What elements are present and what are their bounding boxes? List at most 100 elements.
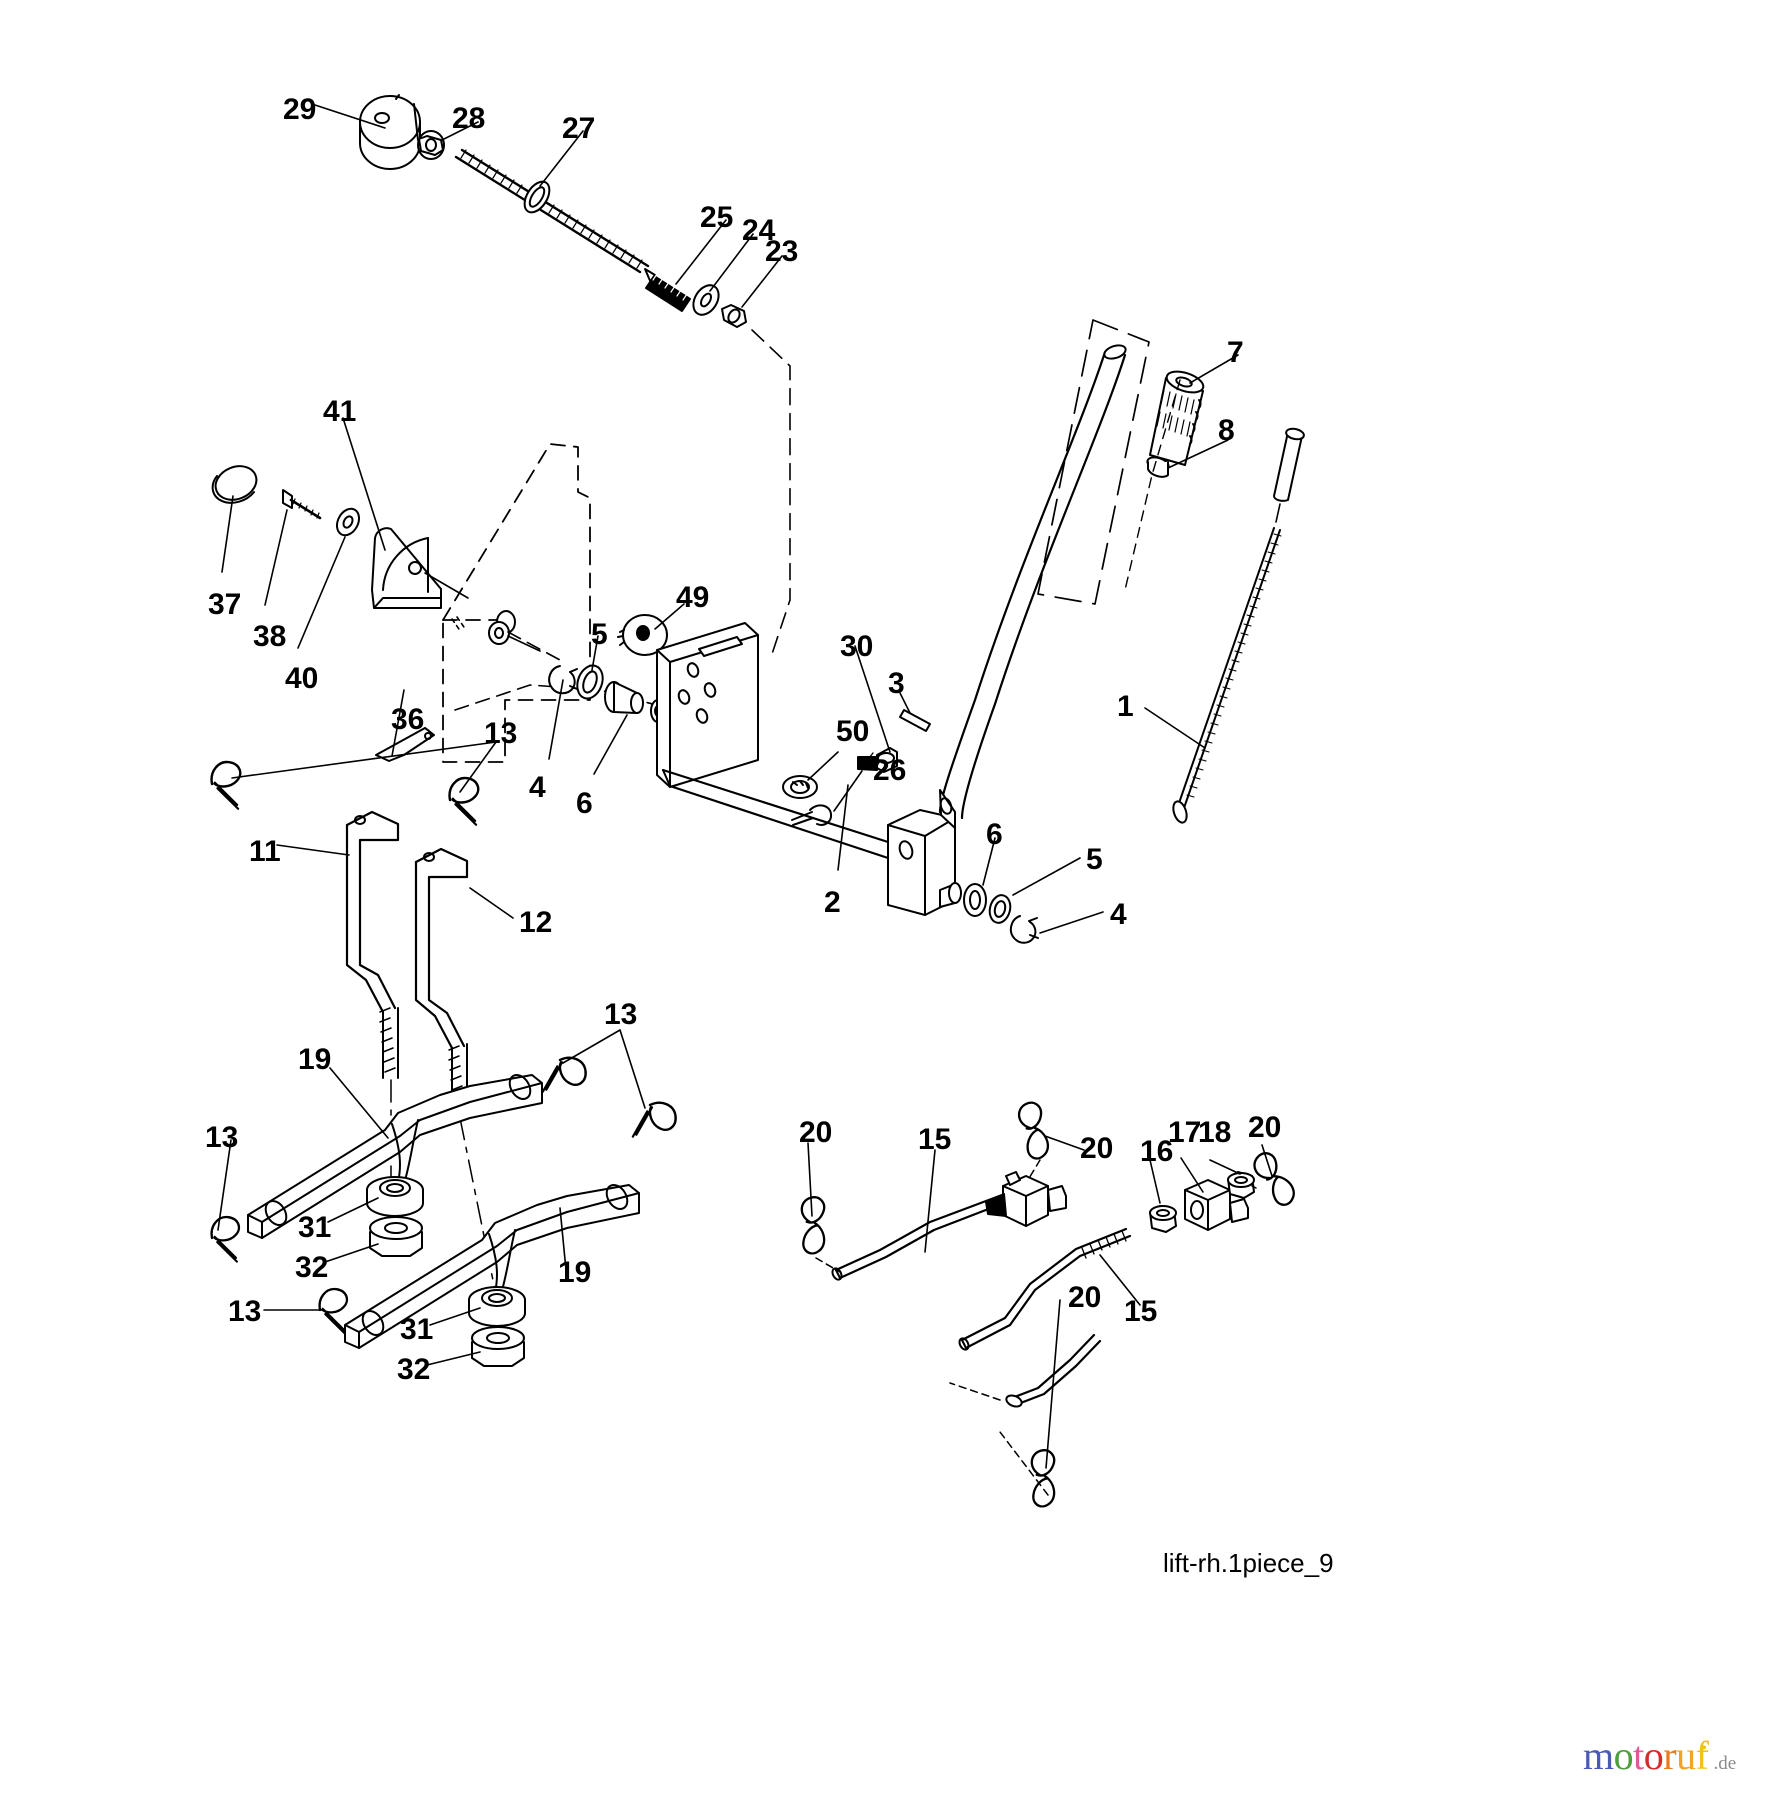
callout-7: 7 [1227,336,1244,369]
part-31-bushing-lower [468,1286,526,1327]
part-20-clip-a [1006,1097,1062,1163]
callout-27: 27 [562,112,596,145]
callout-37: 37 [208,588,242,621]
handle-length-bracket [1037,319,1150,605]
callout-28: 28 [452,102,486,135]
callout-25: 25 [700,201,734,234]
callout-13: 13 [228,1295,262,1328]
part-20-clip-d [1020,1446,1068,1510]
callout-20: 20 [1248,1111,1282,1144]
part-20-clip-b [790,1193,838,1257]
callout-3: 3 [888,667,905,700]
callout-19: 19 [558,1256,592,1289]
part-15-rod-right [958,1227,1132,1351]
callout-11: 11 [249,835,281,868]
dashed-panel-outline [442,443,591,763]
motoruf-watermark: motoruf•.de [1583,1736,1736,1776]
part-38-screw [282,489,322,520]
callout-17: 17 [1168,1116,1202,1149]
callout-16: 16 [1140,1135,1174,1168]
part-24-washer [692,284,720,316]
part-29-knob [359,94,421,170]
watermark-dot-icon: • [1701,1740,1707,1757]
callout-4: 4 [529,771,546,804]
right-bushing-stack [939,882,1039,944]
callout-32: 32 [397,1353,431,1386]
callout-15: 15 [918,1123,952,1156]
callout-49: 49 [676,581,710,614]
callout-38: 38 [253,620,287,653]
callout-5: 5 [591,618,608,651]
watermark-letter-r-4: r [1663,1733,1677,1778]
callout-19: 19 [298,1043,332,1076]
part-41-boot-cover [371,527,442,609]
watermark-letter-t-2: t [1633,1733,1644,1778]
callout-6: 6 [576,787,593,820]
part-6-bushing-left [604,681,644,714]
callout-40: 40 [285,662,319,695]
part-19-lift-arm-lower [344,1183,640,1349]
rod-15-lower-end [1005,1333,1102,1408]
watermark-letter-f-6: f [1695,1733,1709,1778]
part-26-cotter-pin [791,804,833,826]
part-37-cap [211,465,258,504]
part-27-threaded-rod [454,148,656,284]
part-1-control-cable [1172,427,1305,824]
lever-handle-arm [938,344,1127,820]
part-40-washer [335,507,361,537]
callout-4: 4 [1110,898,1127,931]
callout-15: 15 [1124,1295,1158,1328]
callout-13: 13 [604,998,638,1031]
part-8-grip-cap [1146,456,1170,478]
part-49-serrated-washer [617,614,668,656]
part-17-trunnion-block [1184,1179,1249,1231]
callout-20: 20 [1068,1281,1102,1314]
watermark-letter-o-1: o [1613,1733,1634,1778]
watermark-letter-o-3: o [1643,1733,1664,1778]
part-36-tab [375,727,435,762]
callout-30: 30 [840,630,874,663]
callout-24: 24 [742,214,776,247]
callout-18: 18 [1198,1116,1232,1149]
trunnion-left [985,1171,1067,1227]
part-13-hairpin-a [202,756,254,810]
callout-20: 20 [799,1116,833,1149]
part-12-link-rod [414,847,469,1117]
part-28-nut [417,130,445,160]
callout-50: 50 [836,715,870,748]
part-2-lift-shaft [661,768,890,860]
callout-26: 26 [873,754,907,787]
callout-31: 31 [400,1313,434,1346]
part-3-roll-pin [899,709,931,732]
lever-bracket-foot [887,789,956,916]
watermark-letter-u-5: u [1676,1733,1696,1778]
part-11-link-rod [345,810,400,1079]
callout-13: 13 [484,717,518,750]
callout-6: 6 [986,818,1003,851]
part-5-washer-left [576,664,604,700]
callout-32: 32 [295,1251,329,1284]
callout-12: 12 [519,906,553,939]
part-23-nut [721,304,747,328]
callout-29: 29 [283,93,317,126]
part-32-nut-upper [369,1216,423,1257]
part-25-spring-sleeve [645,273,691,312]
callout-20: 20 [1080,1132,1114,1165]
callout-13: 13 [205,1121,239,1154]
callout-31: 31 [298,1211,332,1244]
part-31-bushing-upper [366,1176,424,1217]
callout-8: 8 [1218,414,1235,447]
part-30-adjuster-block [857,747,898,773]
callout-36: 36 [391,703,425,736]
part-7-hand-grip [1149,370,1205,466]
part-16-jam-nut [1149,1205,1177,1233]
callout-23: 23 [765,235,799,268]
part-18-nut [1227,1171,1255,1199]
callout-1: 1 [1117,690,1134,723]
watermark-letter-m-0: m [1583,1733,1614,1778]
diagram-caption: lift-rh.1piece_9 [1163,1548,1334,1578]
part-50-lock-washer [782,775,818,799]
part-13-hairpin-b [440,772,492,826]
